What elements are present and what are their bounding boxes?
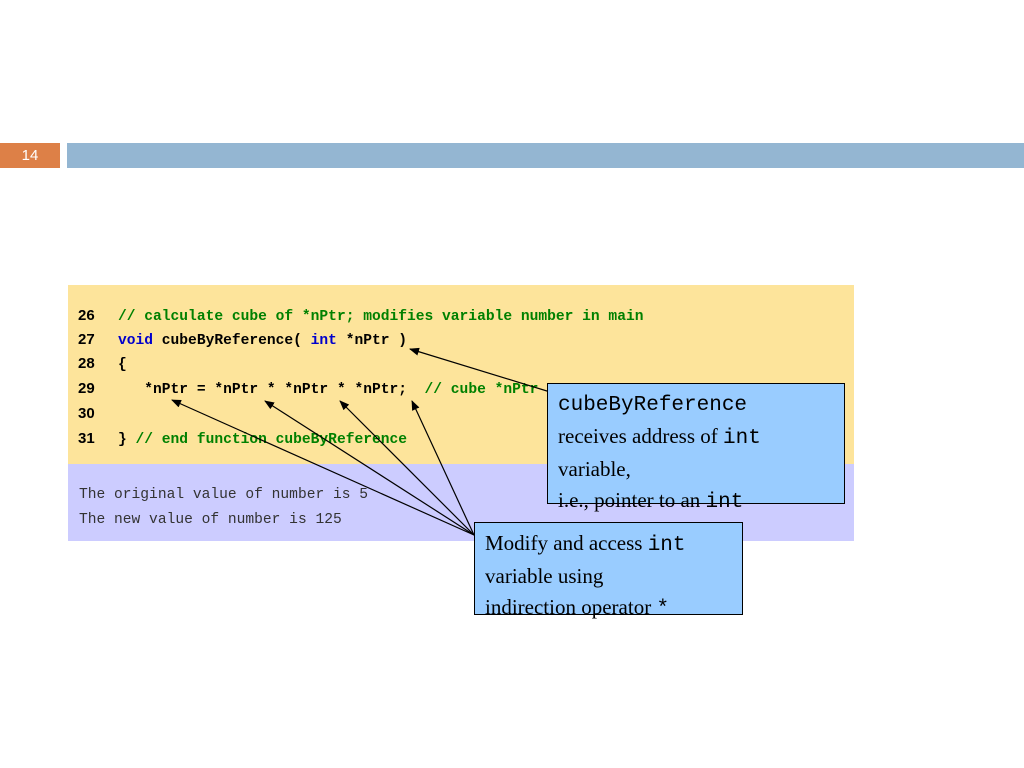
code-text: }	[118, 432, 136, 448]
arrow-to-nptr-3	[339, 400, 475, 536]
line-number: 29	[78, 380, 95, 397]
line-number: 27	[78, 331, 95, 348]
output-line-2: The new value of number is 125	[79, 512, 342, 528]
code-line-27: 27 void cubeByReference( int *nPtr )	[78, 328, 407, 352]
code-text: {	[118, 357, 127, 373]
arrow-to-nptr-4	[411, 400, 475, 536]
code-line-30: 30	[78, 402, 118, 426]
code-text: *nPtr )	[336, 333, 408, 349]
arrow-to-nptr-2	[264, 400, 475, 536]
slide-number: 14	[0, 143, 60, 168]
code-line-29: 29 *nPtr = *nPtr * *nPtr * *nPtr; // cub…	[78, 377, 538, 401]
callout-text-part: i.e., pointer to an	[558, 488, 706, 512]
callout-text: cubeByReference	[558, 394, 748, 417]
code-comment: // calculate cube of *nPtr; modifies var…	[118, 309, 644, 325]
callout-code: int	[705, 491, 744, 514]
callout-text: variable,	[558, 457, 631, 481]
code-comment: // cube *nPtr	[424, 382, 539, 398]
callout-text: indirection operator *	[485, 592, 734, 625]
line-number: 26	[78, 307, 95, 324]
code-line-26: 26 // calculate cube of *nPtr; modifies v…	[78, 304, 643, 328]
code-line-28: 28 {	[78, 352, 127, 376]
line-number: 30	[78, 405, 95, 422]
code-text: cubeByReference(	[153, 333, 311, 349]
code-keyword: void	[118, 333, 154, 349]
callout-code: int	[723, 427, 761, 450]
callout-text-part: receives address of	[558, 424, 724, 448]
callout-code: *	[656, 598, 670, 621]
arrow-to-nptr-param	[409, 347, 561, 396]
callout-text: receives address of int	[558, 421, 836, 454]
callout-text: i.e., pointer to an int	[558, 485, 836, 518]
callout-text: variable using	[485, 564, 604, 588]
callout-text: Modify and access int	[485, 528, 734, 561]
line-number: 28	[78, 355, 95, 372]
callout-text-part: Modify and access	[485, 531, 648, 555]
callout-code: int	[647, 534, 686, 557]
output-line-1: The original value of number is 5	[79, 487, 369, 503]
callout-cube-by-reference: cubeByReference receives address of int …	[547, 383, 845, 514]
code-text: *nPtr = *nPtr * *nPtr * *nPtr;	[118, 382, 425, 398]
callout-indirection: Modify and access int variable using ind…	[474, 522, 743, 621]
title-bar	[67, 143, 1024, 168]
code-keyword: int	[310, 333, 337, 349]
arrow-to-nptr-1	[171, 399, 475, 536]
callout-text-part: indirection operator	[485, 595, 657, 619]
line-number: 31	[78, 430, 95, 447]
